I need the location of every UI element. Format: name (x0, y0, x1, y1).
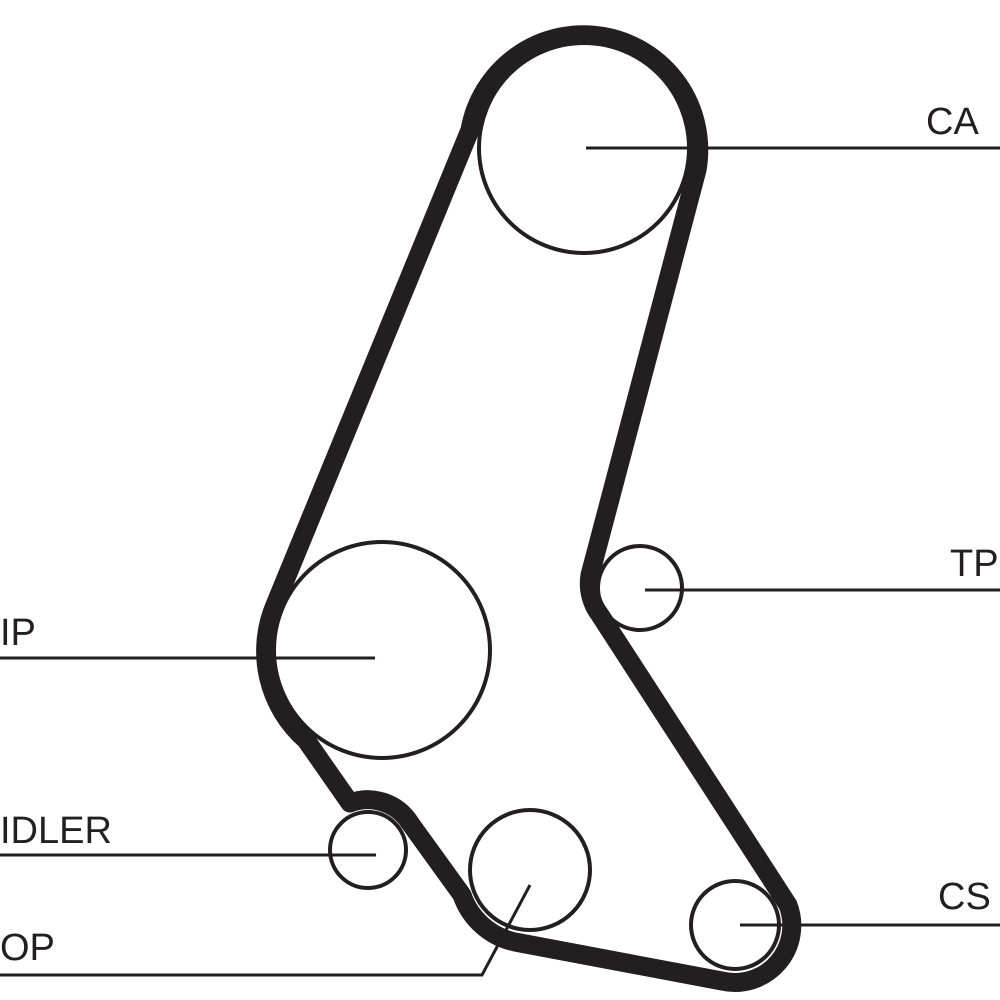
leader-op (0, 884, 532, 977)
label-idler: IDLER (0, 810, 112, 852)
label-tp: TP (950, 543, 999, 585)
pulley-idler (328, 810, 408, 890)
label-ca: CA (926, 101, 979, 143)
label-op: OP (0, 927, 55, 969)
label-cs: CS (938, 876, 991, 918)
timing-belt (256, 25, 802, 992)
pulley-ip (272, 540, 492, 760)
pulley-op (468, 808, 592, 932)
label-ip: IP (0, 612, 36, 654)
